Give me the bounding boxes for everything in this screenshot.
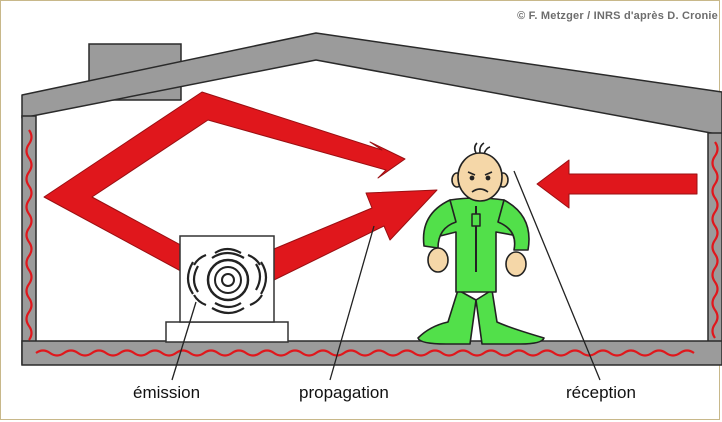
floor-vibration-wave — [35, 349, 695, 357]
worker-icon — [417, 142, 545, 345]
reception-pointer — [513, 170, 601, 381]
label-reception: réception — [566, 383, 636, 402]
house-right-wall — [707, 132, 722, 365]
fan-machine-icon — [179, 235, 275, 323]
wall-vibration-wave-right — [711, 141, 719, 339]
incoming-right-arrow — [536, 159, 698, 209]
image-credit: © F. Metzger / INRS d'après D. Cronie — [517, 10, 718, 22]
emission-pointer — [171, 301, 197, 381]
wall-vibration-wave-left — [25, 129, 33, 341]
direct-sound-arrow — [261, 189, 438, 281]
label-propagation: propagation — [299, 383, 389, 402]
propagation-pointer — [329, 225, 375, 381]
label-emission: émission — [133, 383, 201, 402]
